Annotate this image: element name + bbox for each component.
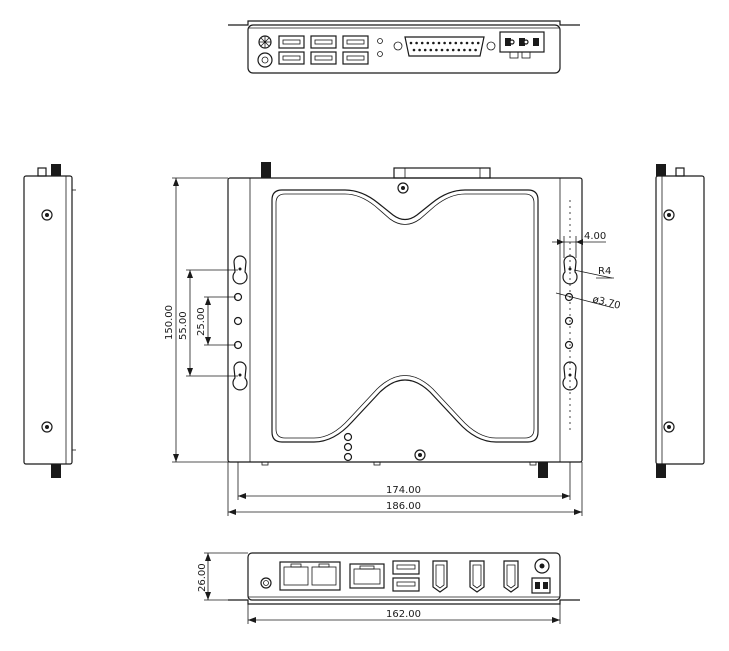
dim-overall-height: 150.00 — [164, 305, 175, 340]
dim-radius: R4 — [598, 266, 611, 277]
db-pin — [443, 41, 446, 45]
db-pin — [412, 48, 416, 52]
db-pin — [474, 48, 477, 52]
usb-port-icon — [310, 35, 337, 65]
antenna-icon — [656, 464, 666, 478]
db-pin — [440, 48, 444, 52]
db-pin — [423, 48, 427, 52]
usb-port-icon — [392, 560, 420, 592]
dim-inner-width: 174.00 — [386, 485, 421, 496]
db-pin — [463, 48, 466, 52]
mount-hole — [233, 316, 243, 326]
dc-jack-icon — [534, 558, 550, 574]
db-pin — [460, 41, 463, 45]
db-pin — [432, 41, 435, 45]
dim-front-height: 26.00 — [197, 563, 208, 592]
hdmi-port-icon — [432, 560, 448, 593]
rj45-port-icon — [349, 563, 385, 589]
ground-screw-icon — [260, 577, 272, 589]
db-pin — [420, 41, 424, 45]
usb-port-icon — [278, 35, 305, 65]
db-pin — [437, 41, 441, 45]
hdmi-port-icon — [469, 560, 485, 593]
rj45-port-icon — [279, 561, 341, 591]
db-pin — [435, 48, 438, 52]
screw-hole-icon — [663, 209, 675, 221]
db-pin — [476, 41, 480, 45]
dim-hole-diameter: ø3.70 — [591, 294, 621, 312]
screw-icon — [258, 35, 272, 49]
usb-port-icon — [342, 35, 369, 65]
screw-hole-icon — [41, 209, 53, 221]
main-plan-view — [227, 162, 583, 478]
dim-offset: 4.00 — [584, 231, 606, 242]
keyhole-mount — [562, 255, 578, 285]
dim-hole-spacing-inner: 25.00 — [196, 307, 207, 336]
db-pin — [454, 41, 458, 45]
db-pin — [457, 48, 461, 52]
antenna-jack-icon — [257, 52, 273, 68]
led-indicator — [377, 38, 383, 44]
dim-front-width: 162.00 — [386, 609, 421, 620]
screw-hole-icon — [663, 421, 675, 433]
right-side-view — [655, 164, 705, 478]
hdmi-port-icon — [503, 560, 519, 593]
dim-hole-spacing-outer: 55.00 — [178, 311, 189, 340]
db-connector-icon — [393, 36, 496, 57]
db-pin — [418, 48, 421, 52]
dim-outer-width: 186.00 — [386, 501, 421, 512]
dimension-lines — [172, 177, 615, 516]
rear-panel-view — [228, 20, 580, 74]
mount-hole — [564, 316, 574, 326]
keyhole-mount — [232, 361, 248, 391]
power-terminal-icon — [531, 577, 551, 594]
heatsink-outline — [271, 189, 539, 443]
antenna-icon — [538, 462, 548, 478]
antenna-icon — [37, 164, 61, 177]
db-pin — [468, 48, 472, 52]
db-pin — [426, 41, 430, 45]
antenna-icon — [51, 464, 61, 478]
screw-hole-icon — [41, 421, 53, 433]
keyhole-mount — [232, 255, 248, 285]
antenna-icon — [656, 164, 685, 177]
db-pin — [471, 41, 474, 45]
db-pin — [465, 41, 469, 45]
db-pin — [415, 41, 418, 45]
led-indicator — [377, 51, 383, 57]
db-pin — [409, 41, 413, 45]
front-dimension-lines — [204, 552, 561, 624]
db-pin — [446, 48, 449, 52]
left-side-view — [23, 164, 76, 478]
db-pin — [429, 48, 433, 52]
mount-hole — [564, 340, 574, 350]
front-panel-view — [228, 552, 580, 605]
screw-hole-icon — [414, 449, 426, 461]
db-pin — [448, 41, 452, 45]
db-pin — [451, 48, 455, 52]
antenna-icon — [261, 162, 271, 178]
terminal-block-icon — [499, 31, 545, 59]
screw-hole-icon — [397, 182, 409, 194]
